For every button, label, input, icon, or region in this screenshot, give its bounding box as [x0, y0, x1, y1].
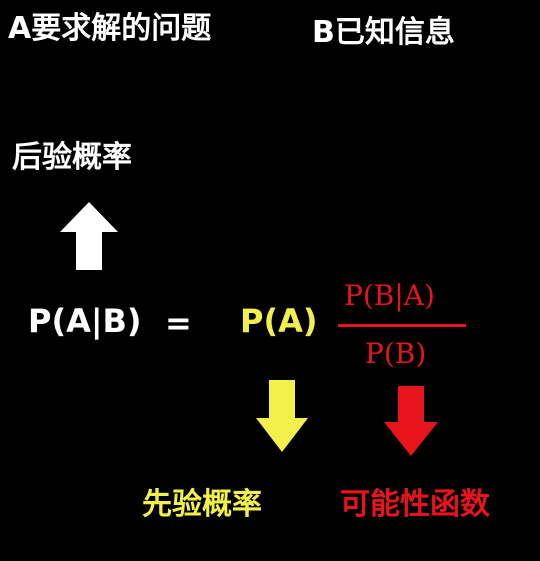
posterior-term: P(A|B): [28, 302, 142, 340]
known-info-b-label: B已知信息: [312, 15, 455, 50]
fraction-bar: [338, 324, 466, 327]
likelihood-function-label: 可能性函数: [340, 487, 490, 522]
up-arrow-icon: [60, 202, 118, 270]
prior-down-arrow-icon: [256, 380, 308, 452]
prior-term: P(A): [240, 302, 318, 340]
problem-a-label: A要求解的问题: [8, 11, 212, 46]
evidence-denominator: P(B): [365, 337, 427, 370]
posterior-probability-label: 后验概率: [12, 140, 132, 175]
prior-probability-label: 先验概率: [142, 487, 262, 522]
likelihood-numerator: P(B|A): [344, 279, 435, 312]
likelihood-down-arrow-icon: [384, 386, 438, 456]
equals-sign: =: [165, 304, 192, 342]
